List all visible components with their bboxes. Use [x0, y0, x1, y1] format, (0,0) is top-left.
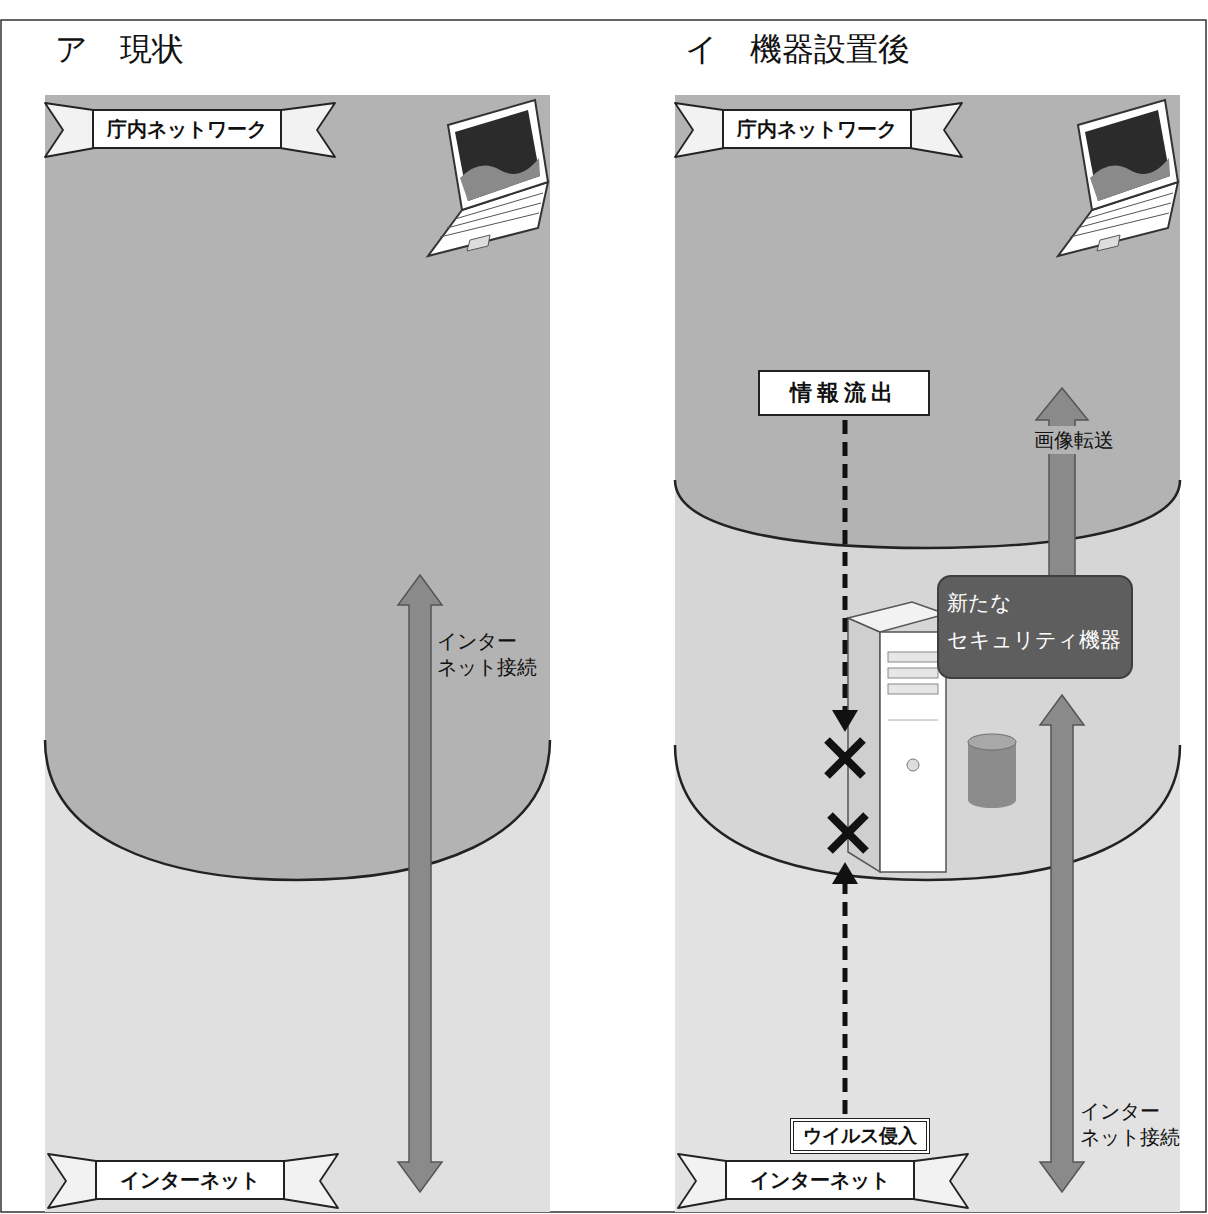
panel-region: ア 現状庁内ネットワークインターネット [45, 24, 550, 1212]
virus-box: ウイルス侵入 [790, 1118, 930, 1154]
cross-stroke [830, 815, 866, 851]
banner-text: インターネット [120, 1167, 260, 1194]
ribbon-tail [907, 1154, 968, 1208]
laptop-screen [448, 100, 548, 210]
screen-inner [455, 110, 540, 201]
laptop-icon [428, 100, 548, 256]
keyboard-row [440, 213, 539, 237]
network-ground [675, 95, 1180, 548]
cross-stroke [830, 815, 866, 851]
panel-heading: ア 現状 [45, 24, 550, 76]
security-ground [675, 95, 1180, 1212]
banner-text: 庁内ネットワーク [737, 116, 897, 143]
banner-text: 庁内ネットワーク [107, 116, 267, 143]
box-text: 新たな セキュリティ機器 [947, 585, 1123, 659]
screen-picture [460, 158, 540, 201]
cylinder-bottom [968, 792, 1016, 808]
cylinder-body [968, 742, 1016, 800]
server-top [848, 602, 946, 632]
box-text: ウイルス侵入 [803, 1123, 917, 1149]
cylinder-top [968, 734, 1016, 750]
block-mark [827, 740, 863, 776]
arrow-label: インター ネット接続 [1080, 1098, 1186, 1150]
cross-stroke [827, 740, 863, 776]
drive-slot [888, 652, 938, 662]
server-icon [848, 602, 946, 872]
ribbon-tail [904, 103, 962, 157]
arrow-label: インター ネット接続 [437, 628, 543, 680]
virus-arrow [843, 882, 848, 1114]
cross-stroke [827, 740, 863, 776]
leak-arrow [843, 420, 848, 712]
device-box: 新たな セキュリティ機器 [937, 575, 1133, 679]
banner-text: インターネット [750, 1167, 890, 1194]
network-banner: 庁内ネットワーク [722, 109, 912, 149]
arrow-head [832, 710, 858, 732]
touchpad [467, 235, 490, 251]
power-button [907, 759, 919, 771]
drive-slot [888, 668, 938, 678]
panel-line [888, 720, 938, 721]
arrow-head [832, 862, 858, 884]
up-arrow [1036, 388, 1088, 578]
panel-region: イ 機器設置後庁内ネットワーク情報流出新たな セキュリティ機器ウイルス侵入インタ… [675, 24, 1180, 1212]
server-front [880, 632, 946, 872]
leak-box: 情報流出 [758, 370, 930, 416]
boundary-arc [45, 740, 550, 880]
double-arrow [1040, 695, 1084, 1192]
ribbon-tail [277, 1154, 338, 1208]
network-banner: 庁内ネットワーク [92, 109, 282, 149]
ribbon-tail [274, 103, 335, 157]
laptop-icon [1058, 100, 1178, 256]
network-ground [45, 95, 550, 880]
internet-banner: インターネット [725, 1160, 915, 1200]
boundary-arc [675, 480, 1180, 548]
frame [1, 20, 1206, 1212]
arrow-label: 画像転送 [1030, 426, 1118, 454]
box-text: 情報流出 [790, 378, 898, 408]
storage-cylinder [968, 734, 1016, 808]
block-mark [830, 815, 866, 851]
double-arrow [398, 575, 442, 1192]
ribbon-tails [45, 103, 968, 1208]
internet-banner: インターネット [95, 1160, 285, 1200]
panel-heading: イ 機器設置後 [675, 24, 1180, 76]
drive-slot [888, 684, 938, 694]
internet-ground [45, 95, 550, 1212]
